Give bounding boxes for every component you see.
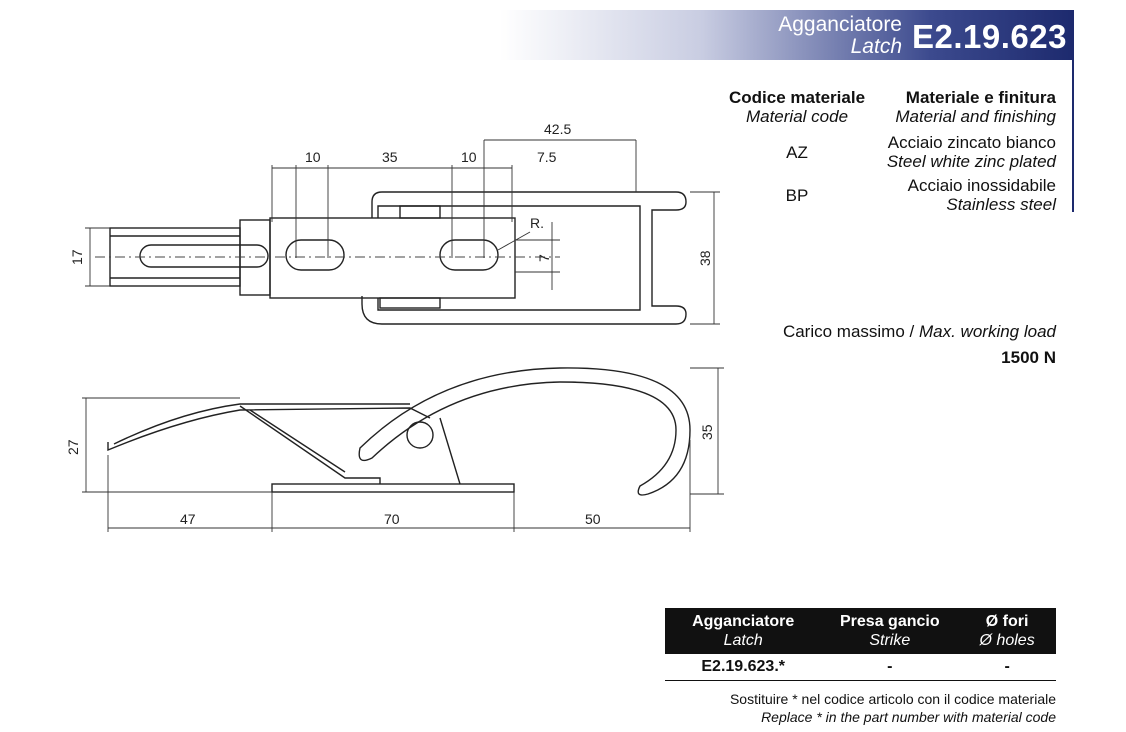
- dim-50: 50: [585, 511, 601, 527]
- pivot-pin: [406, 421, 434, 449]
- footnote-en: Replace * in the part number with materi…: [761, 709, 1056, 725]
- title-it: Agganciatore: [778, 13, 902, 36]
- base-plate-profile: [107, 407, 431, 452]
- side-dimension-labels: 27 35 47 70 50: [65, 424, 715, 527]
- material-desc-az: Acciaio zincato bianco Steel white zinc …: [796, 133, 1056, 171]
- pivot-post: [439, 417, 461, 485]
- col1-en: Material code: [745, 107, 849, 126]
- bp-it: Acciaio inossidabile: [907, 176, 1056, 195]
- load-label-en: Max. working load: [918, 322, 1056, 341]
- product-code: E2.19.623: [912, 18, 1067, 55]
- dim-7-5: 7.5: [537, 149, 557, 165]
- col2-en: Material and finishing: [895, 107, 1056, 126]
- dim-radius: R.: [530, 215, 544, 231]
- az-en: Steel white zinc plated: [886, 152, 1056, 171]
- base-bracket: [239, 405, 381, 484]
- top-dimension-lines: [85, 139, 720, 325]
- lever-pivot-lower: [379, 297, 441, 309]
- footnote-it: Sostituire * nel codice articolo con il …: [729, 691, 1056, 707]
- header-band: [500, 10, 1074, 60]
- dim-10a: 10: [305, 149, 321, 165]
- side-dimension-lines: [82, 367, 724, 532]
- hook-lever: [358, 367, 691, 496]
- dim-35-side: 35: [699, 424, 715, 440]
- header-rule: [1072, 10, 1074, 212]
- cell-latch: E2.19.623.*: [665, 654, 822, 681]
- dim-42-5: 42.5: [544, 121, 571, 137]
- table-row: E2.19.623.* - -: [665, 654, 1056, 681]
- dim-35: 35: [382, 149, 398, 165]
- material-code-header: Codice materiale Material code: [722, 88, 872, 126]
- title-en: Latch: [850, 35, 902, 58]
- hook-loop: [361, 191, 687, 325]
- cell-strike: -: [821, 654, 959, 681]
- bp-en: Stainless steel: [946, 195, 1056, 214]
- material-code-az: AZ: [786, 143, 808, 162]
- strike-slot: [139, 244, 269, 268]
- cell-holes: -: [958, 654, 1056, 681]
- base-bracket-inner: [249, 409, 346, 473]
- base-slot-right: [439, 239, 499, 271]
- dim-47: 47: [180, 511, 196, 527]
- dim-70: 70: [384, 511, 400, 527]
- max-load-label: Carico massimo / Max. working load: [783, 322, 1056, 342]
- strike-base: [271, 483, 515, 493]
- base-slot-left: [285, 239, 345, 271]
- base-plate-top: [113, 403, 410, 445]
- load-label-it: Carico massimo /: [782, 322, 915, 341]
- dim-27: 27: [65, 439, 81, 455]
- material-code-bp: BP: [785, 186, 809, 205]
- dim-17: 17: [69, 249, 85, 265]
- material-finish-header: Materiale e finitura Material and finish…: [796, 88, 1056, 126]
- top-view: [109, 191, 687, 325]
- az-it: Acciaio zincato bianco: [887, 133, 1056, 152]
- lever-pivot: [399, 205, 441, 219]
- hook-loop-inner: [377, 205, 641, 311]
- product-title: Agganciatore Latch: [778, 14, 902, 58]
- col2-it: Materiale e finitura: [905, 88, 1056, 107]
- top-dimension-labels: 10 35 10 7.5 42.5 R. 7 17 38: [69, 121, 713, 266]
- base-plate-outline: [269, 217, 516, 299]
- footnote: Sostituire * nel codice articolo con il …: [730, 690, 1056, 726]
- dim-10b: 10: [461, 149, 477, 165]
- dim-38: 38: [697, 250, 713, 266]
- max-load-value: 1500 N: [1001, 348, 1056, 367]
- dim-7: 7: [536, 254, 552, 262]
- side-view: [107, 367, 691, 496]
- material-desc-bp: Acciaio inossidabile Stainless steel: [796, 176, 1056, 214]
- col1-it: Codice materiale: [728, 88, 866, 107]
